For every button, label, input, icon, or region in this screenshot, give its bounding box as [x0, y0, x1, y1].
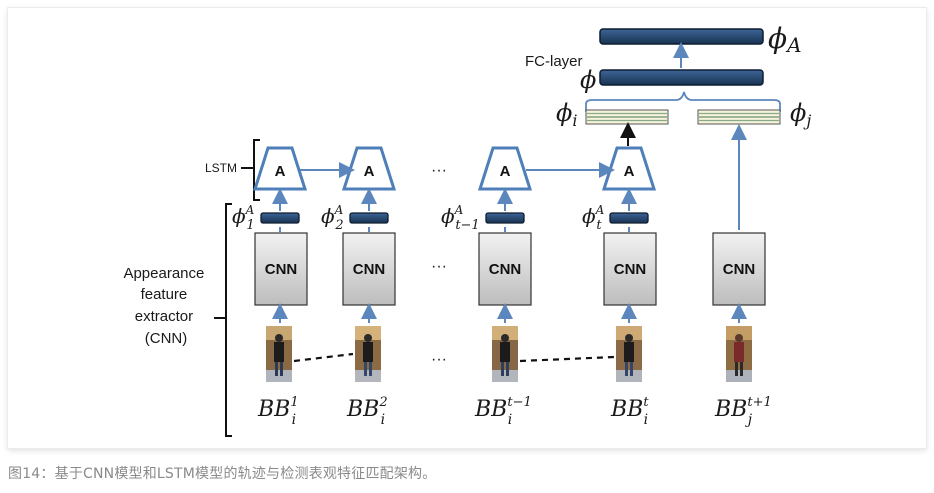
- extractor-bracket: [214, 203, 232, 437]
- cnn-ellipsis: ···: [431, 258, 447, 275]
- figure-caption: 图14：基于CNN模型和LSTM模型的轨迹与检测表观特征匹配架构。: [8, 466, 437, 482]
- lstm-bracket: [241, 139, 260, 201]
- svg-text:CNN: CNN: [353, 261, 386, 278]
- svg-text:CNN: CNN: [723, 261, 756, 278]
- pedestrian-crop-3: [492, 326, 518, 382]
- track-ellipsis: ···: [431, 351, 447, 368]
- phi-i-bar: [585, 109, 669, 125]
- phi-j-bar: [697, 109, 781, 125]
- feature-bar-3: [485, 212, 525, 224]
- lstm-label: LSTM: [205, 161, 237, 175]
- pedestrian-crop-1: [266, 326, 292, 382]
- cnn-box-4: CNN: [603, 232, 657, 306]
- lstm-cell-4: A: [601, 146, 657, 191]
- phi-i-label: ϕi: [556, 99, 577, 130]
- fc-output-bar: [599, 28, 764, 45]
- fc-layer-label: FC-layer: [525, 53, 583, 70]
- pedestrian-crop-4: [616, 326, 642, 382]
- cnn-box-3: CNN: [478, 232, 532, 306]
- feature-bar-4: [609, 212, 649, 224]
- phi-a-label: ϕA: [768, 22, 802, 57]
- svg-text:A: A: [364, 163, 375, 180]
- phi-j-label: ϕj: [790, 99, 811, 130]
- lstm-cell-3: A: [477, 146, 533, 191]
- cnn-box-5: CNN: [712, 232, 766, 306]
- svg-text:CNN: CNN: [489, 261, 522, 278]
- svg-text:A: A: [275, 163, 286, 180]
- phi-bar: [599, 69, 764, 86]
- svg-text:CNN: CNN: [265, 261, 298, 278]
- pedestrian-crop-2: [355, 326, 381, 382]
- svg-text:A: A: [500, 163, 511, 180]
- lstm-ellipsis: ···: [431, 162, 447, 179]
- figure-panel: ϕA FC-layer ϕ ϕi ϕj LSTM A A A A: [8, 8, 926, 448]
- architecture-diagram: ϕA FC-layer ϕ ϕi ϕj LSTM A A A A: [123, 22, 811, 437]
- svg-text:A: A: [624, 163, 635, 180]
- pedestrian-crop-5: [726, 326, 752, 382]
- svg-text:CNN: CNN: [614, 261, 647, 278]
- cnn-box-2: CNN: [342, 232, 396, 306]
- lstm-cell-2: A: [341, 146, 397, 191]
- cnn-box-1: CNN: [254, 232, 308, 306]
- combine-brace: [585, 91, 781, 112]
- phi-label: ϕ: [580, 66, 596, 94]
- feature-bar-1: [260, 212, 300, 224]
- track-link-3: [519, 355, 615, 363]
- extractor-label: Appearance feature extractor (CNN): [123, 265, 208, 347]
- lstm-cell-1: A: [252, 146, 308, 191]
- track-link-1: [293, 352, 354, 363]
- feature-bar-2: [349, 212, 389, 224]
